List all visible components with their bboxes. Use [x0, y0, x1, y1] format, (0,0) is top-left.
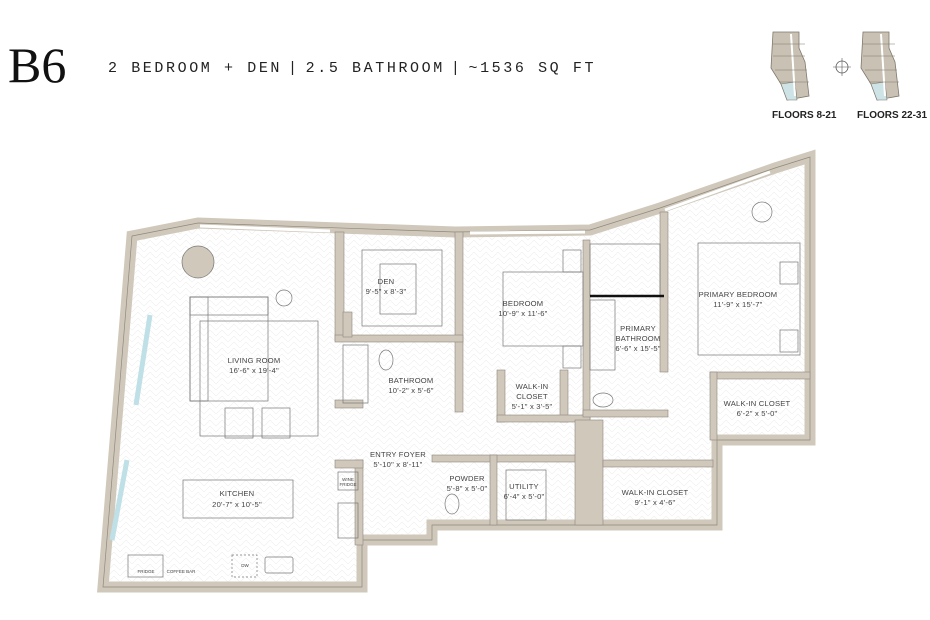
powder-size: 5'-8" x 5'-0": [447, 484, 488, 493]
bathroom-label: BATHROOM: [389, 376, 434, 385]
walkin-closet-label: CLOSET: [516, 392, 548, 401]
window: [199, 224, 331, 233]
walkin-closet-size: 5'-1" x 3'-5": [512, 402, 553, 411]
keyplan-floors-22-31: [860, 31, 900, 101]
primary-bathroom-size: 6'-6" x 15'-5": [615, 344, 660, 353]
powder-label: POWDER: [449, 474, 485, 483]
bathroom-count: 2.5 BATHROOM: [305, 60, 445, 77]
living-room-size: 16'-6" x 19'-4": [229, 366, 279, 375]
rug: [199, 320, 319, 437]
fridge-label: FRIDGE: [137, 569, 154, 574]
wine-fridge-label: FRIDGE: [339, 482, 356, 487]
window: [133, 314, 153, 406]
utility-size: 6'-4" x 5'-0": [504, 492, 545, 501]
unit-summary: 2 BEDROOM + DEN|2.5 BATHROOM|~1536 SQ FT: [108, 60, 597, 77]
window: [109, 459, 130, 541]
primary-bedroom-label: PRIMARY BEDROOM: [699, 290, 778, 299]
primary-bathroom-label: BATHROOM: [616, 334, 661, 343]
primary-bed: [697, 242, 801, 356]
walkin-closet-label: WALK-IN CLOSET: [622, 488, 689, 497]
unit-code: B6: [8, 37, 67, 93]
walkin-closet-size: 6'-2" x 5'-0": [737, 409, 778, 418]
primary-bathroom-label: PRIMARY: [620, 324, 656, 333]
keyplan-floors-8-21: [770, 31, 810, 101]
den-label: DEN: [378, 277, 395, 286]
coffee-bar-label: COFFEE BAR: [167, 569, 197, 574]
den-size: 9'-5" x 8'-3": [366, 287, 407, 296]
utility-label: UTILITY: [509, 482, 539, 491]
room-labels: DEN 9'-5" x 8'-3" LIVING ROOM 16'-6" x 1…: [137, 277, 790, 574]
kitchen-island: [182, 479, 294, 519]
walkin-closet-label: WALK-IN CLOSET: [724, 399, 791, 408]
wine-fridge-label: WINE: [342, 477, 354, 482]
primary-bedroom-size: 11'-9" x 15'-7": [713, 300, 762, 309]
toilet: [592, 392, 614, 408]
furniture: [127, 201, 801, 578]
entry-foyer-label: ENTRY FOYER: [370, 450, 426, 459]
toilet: [444, 493, 460, 515]
interior-walls: [334, 211, 811, 546]
walkin-closet-size: 9'-1" x 4'-6": [635, 498, 676, 507]
kitchen-size: 20'-7" x 10'-5": [212, 500, 262, 509]
kitchen-label: KITCHEN: [220, 489, 255, 498]
bedroom-label: BEDROOM: [503, 299, 544, 308]
dishwasher-label: DW: [241, 563, 249, 568]
bedroom-count: 2 BEDROOM + DEN: [108, 60, 283, 77]
round-table: [181, 245, 215, 279]
window: [469, 230, 586, 235]
entry-foyer-size: 5'-10" x 8'-11": [373, 460, 422, 469]
toilet: [378, 349, 394, 371]
square-footage: ~1536 SQ FT: [468, 60, 597, 77]
compass-icon: [833, 58, 851, 76]
den-rug: [361, 249, 443, 327]
walkin-closet-label: WALK-IN: [516, 382, 549, 391]
bed: [502, 271, 584, 347]
bedroom-size: 10'-9" x 11'-6": [498, 309, 547, 318]
living-room-label: LIVING ROOM: [228, 356, 281, 365]
window: [664, 170, 771, 212]
keyplan-label: FLOORS 8-21: [772, 110, 837, 121]
bathroom-size: 10'-2" x 5'-6": [388, 386, 433, 395]
keyplan-label: FLOORS 22-31: [857, 110, 928, 121]
